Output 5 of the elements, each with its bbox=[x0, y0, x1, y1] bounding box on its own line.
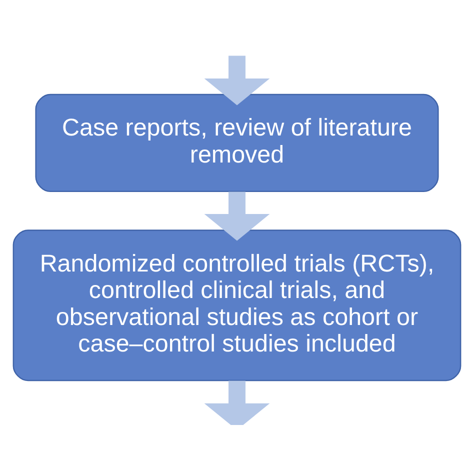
arrow bbox=[204, 55, 270, 105]
arrow bbox=[204, 380, 270, 424]
arrow bbox=[204, 191, 270, 240]
node-box: Case reports, review of literature removed bbox=[35, 93, 439, 192]
node-box: Randomized controlled trials (RCTs), controlled clinical trials, and observational studies as cohort or case–control studies included bbox=[12, 229, 462, 381]
